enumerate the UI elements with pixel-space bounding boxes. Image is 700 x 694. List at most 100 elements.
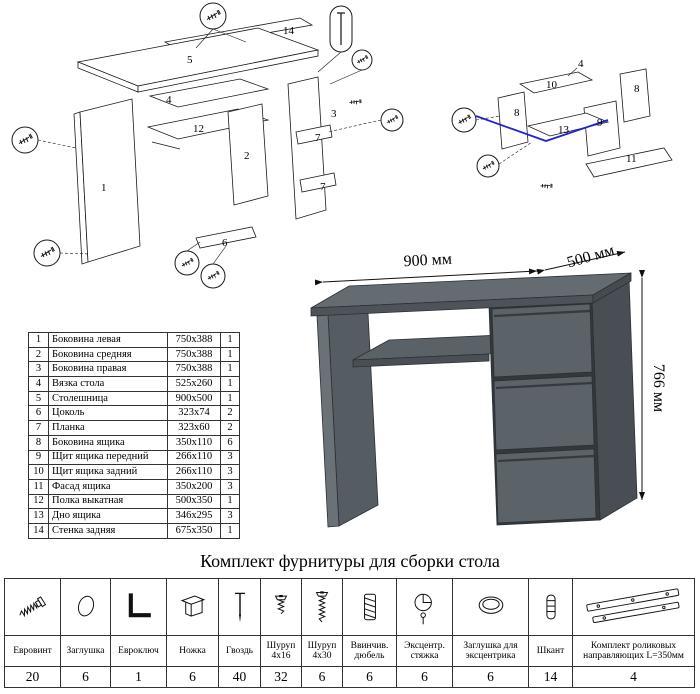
hardware-item-name: Комплект роликовых направляющих L=350мм (572, 635, 695, 667)
width-dimension-line (314, 268, 538, 286)
hardware-item-qty: 32 (260, 666, 302, 688)
part-number-label: 8 (634, 83, 640, 95)
parts-row-name: Планка (48, 420, 168, 436)
parts-row-name: Вязка стола (48, 376, 168, 392)
hardware-item-name: Заглушка для эксцентрика (452, 635, 529, 667)
parts-row-size: 266x110 (167, 449, 221, 466)
part-number-label: 11 (626, 153, 637, 165)
part-drawer-bottom (526, 112, 610, 137)
hardware-item-qty: 14 (528, 666, 573, 688)
hardware-item-qty: 6 (452, 666, 529, 688)
height-dimension-label: 766 мм (650, 364, 667, 412)
parts-row-name: Столешница (48, 390, 168, 407)
part-number-label: 7 (315, 132, 321, 144)
part-drawer-back (518, 71, 594, 94)
drawer-front-1 (491, 303, 593, 378)
parts-row-number: 5 (28, 390, 49, 407)
hardware-item-qty: 4 (572, 666, 695, 688)
part-number-label: 4 (578, 58, 584, 70)
part-drawer-front (583, 100, 621, 157)
parts-row-name: Боковина ящика (48, 434, 168, 451)
parts-row-qty: 3 (220, 464, 240, 480)
parts-row-qty: 1 (220, 361, 240, 378)
parts-row-qty: 2 (220, 420, 240, 436)
parts-row-qty: 1 (220, 346, 240, 363)
cam-cap-icon (452, 578, 529, 636)
parts-row-qty: 1 (220, 493, 240, 510)
hardware-item-qty: 40 (218, 666, 261, 688)
parts-row-size: 350x110 (167, 434, 221, 451)
parts-row-number: 9 (28, 449, 49, 466)
parts-row-name: Дно ящика (48, 508, 168, 524)
parts-row-size: 266x110 (167, 464, 221, 480)
hardware-item-qty: 6 (301, 666, 343, 688)
hardware-item-qty: 20 (4, 666, 61, 688)
parts-row-name: Полка выкатная (48, 493, 168, 510)
parts-row-size: 323x60 (167, 420, 221, 436)
part-number-label: 13 (558, 124, 570, 136)
part-right-side (287, 76, 327, 220)
hardware-item-name: Евровинт (4, 635, 61, 667)
hardware-item-name: Эксцентр. стяжка (396, 635, 453, 667)
hardware-item-qty: 6 (396, 666, 453, 688)
parts-row-qty: 1 (220, 376, 240, 392)
furniture-leg-icon (166, 578, 219, 636)
dimension-annotations (314, 250, 645, 500)
part-number-label: 14 (283, 25, 295, 37)
parts-row-size: 750x388 (167, 332, 221, 348)
wood-dowel-icon (528, 578, 573, 636)
parts-row-qty: 3 (220, 508, 240, 524)
parts-row-size: 346x295 (167, 508, 221, 524)
parts-row-qty: 1 (220, 390, 240, 407)
part-number-labels: 10 8 8 9 13 11 4 (514, 58, 640, 165)
parts-row-number: 13 (28, 508, 49, 524)
parts-row-number: 14 (28, 522, 49, 539)
parts-row-number: 12 (28, 493, 49, 510)
desk-3d-view: 900 мм 500 мм 766 мм (310, 242, 667, 528)
part-number-labels: 14 5 4 12 2 1 3 7 7 6 (101, 25, 337, 249)
parts-row-name: Цоколь (48, 405, 168, 422)
parts-row-number: 11 (28, 478, 49, 495)
parts-row-qty: 1 (220, 332, 240, 348)
parts-row-name: Боковина левая (48, 332, 168, 348)
depth-dimension-line (536, 250, 626, 275)
nail-icon (218, 578, 261, 636)
parts-row-size: 750x388 (167, 361, 221, 378)
hardware-icon-row (4, 578, 695, 636)
parts-row-size: 675x350 (167, 522, 221, 539)
hardware-item-name: Гвоздь (218, 635, 261, 667)
part-number-label: 5 (187, 54, 193, 66)
part-number-label: 3 (331, 108, 337, 120)
part-number-label: 12 (193, 123, 204, 135)
parts-row-size: 350x200 (167, 478, 221, 495)
part-drawer-side-left (497, 91, 529, 150)
parts-row-number: 7 (28, 420, 49, 436)
part-number-label: 9 (597, 117, 603, 129)
parts-row-number: 1 (28, 332, 49, 348)
hardware-item-qty: 1 (110, 666, 167, 688)
hardware-item-name: Шкант (528, 635, 573, 667)
part-plank-bottom (299, 172, 337, 193)
parts-row-number: 2 (28, 346, 49, 363)
hardware-item-name: Евроключ (110, 635, 167, 667)
parts-row-name: Щит ящика задний (48, 464, 168, 480)
screw-in-dowel-icon (342, 578, 397, 636)
desk-body (310, 272, 638, 528)
hardware-item-name: Ввинчив. дюбель (342, 635, 397, 667)
parts-row-qty: 2 (220, 405, 240, 422)
